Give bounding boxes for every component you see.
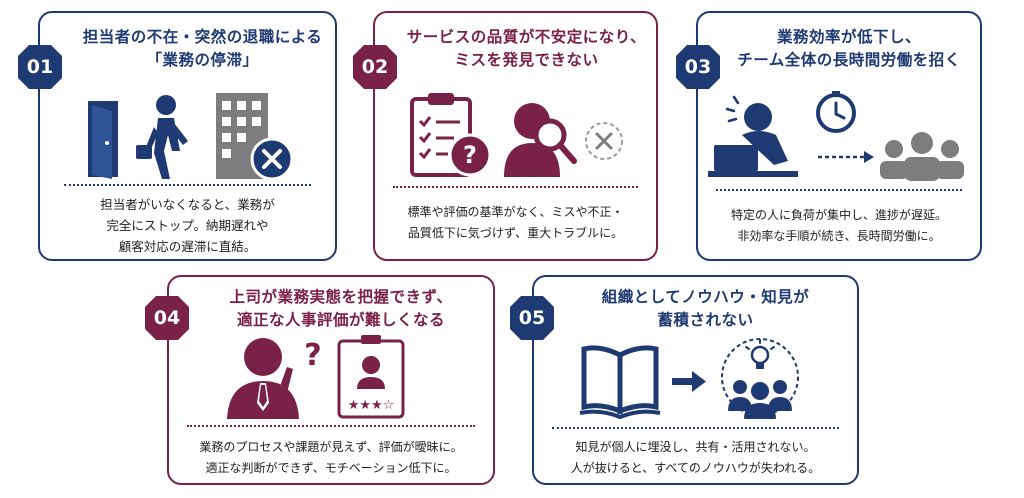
card-title: 組織としてノウハウ・知見が 蓄積されない <box>534 286 857 332</box>
title-line: ミスを発見できない <box>454 51 599 69</box>
team-icon <box>728 380 792 419</box>
number-badge: 03 <box>676 45 720 89</box>
title-line: 蓄積されない <box>657 311 754 329</box>
dotted-divider <box>64 184 311 186</box>
svg-text:?: ? <box>463 141 477 169</box>
dotted-divider <box>552 427 839 429</box>
question-icon: ? <box>304 338 321 373</box>
close-icon <box>250 137 294 181</box>
card-illustration <box>88 93 294 181</box>
building-icon <box>216 93 268 179</box>
card-description: 知見が個人に埋没し、共有・活用されない。 人が抜けると、すべてのノウハウが失われ… <box>534 437 857 479</box>
arrow-icon <box>672 371 706 392</box>
desc-line: 非効率な手順が続き、長時間労働に。 <box>737 229 941 243</box>
title-line: 「業務の停滞」 <box>146 51 259 69</box>
desc-line: 担当者がいなくなると、業務が <box>100 197 275 212</box>
card-description: 業務のプロセスや課題が見えず、評価が曖昧に。 適正な判断ができず、モチベーション… <box>169 437 493 479</box>
card-illustration <box>708 91 964 181</box>
card-title: 担当者の不在・突然の退職による 「業務の停滞」 <box>40 26 335 72</box>
rating-stars: ★★★☆ <box>348 398 395 413</box>
title-line: チーム全体の長時間労働を招く <box>737 51 961 69</box>
card-title: 業務効率が低下し、 チーム全体の長時間労働を招く <box>698 26 980 72</box>
card-05: 組織としてノウハウ・知見が 蓄積されない 知見が個人に埋没し、共有・活用さ <box>532 275 859 485</box>
walking-person-icon <box>136 95 188 179</box>
desc-line: 顧客対応の遅滞に直結。 <box>118 239 257 254</box>
dotted-divider <box>393 186 638 188</box>
card-description: 担当者がいなくなると、業務が 完全にストップ。納期遅れや 顧客対応の遅滞に直結。 <box>40 194 335 257</box>
title-line: 適正な人事評価が難しくなる <box>236 311 445 329</box>
card-illustration: ? ★★★☆ <box>227 335 405 419</box>
number-badge: 04 <box>145 296 189 340</box>
id-badge-icon <box>337 335 405 419</box>
stressed-worker-icon <box>708 95 798 177</box>
arrow-icon <box>818 151 874 163</box>
svg-text:?: ? <box>304 338 321 373</box>
open-book-icon <box>579 345 661 420</box>
card-02: サービスの品質が不安定になり、 ミスを発見できない ? <box>373 11 658 261</box>
card-title: サービスの品質が不安定になり、 ミスを発見できない <box>375 26 656 72</box>
rating-stars-icon: ★★★☆ <box>348 398 395 413</box>
title-line: サービスの品質が不安定になり、 <box>406 28 647 46</box>
card-description: 特定の人に負荷が集中し、進捗が遅延。 非効率な手順が続き、長時間労働に。 <box>698 205 980 247</box>
door-icon <box>88 101 118 179</box>
desc-line: 適正な判断ができず、モチベーション低下に。 <box>205 461 457 475</box>
team-icon <box>880 132 964 181</box>
title-line: 担当者の不在・突然の退職による <box>82 28 323 46</box>
close-icon <box>585 122 623 160</box>
desc-line: 業務のプロセスや課題が見えず、評価が曖昧に。 <box>199 440 463 454</box>
card-04: 上司が業務実態を把握できず、 適正な人事評価が難しくなる ? ★★★☆ 業務のプ… <box>167 275 495 485</box>
desc-line: 特定の人に負荷が集中し、進捗が遅延。 <box>730 208 947 222</box>
desc-line: 知見が個人に埋没し、共有・活用されない。 <box>575 440 816 454</box>
number-badge: 02 <box>353 45 397 89</box>
desc-line: 人が抜けると、すべてのノウハウが失われる。 <box>570 461 821 475</box>
question-icon: ? <box>448 133 492 177</box>
person-magnifier-icon <box>504 103 577 177</box>
card-03: 業務効率が低下し、 チーム全体の長時間労働を招く 特定の人に <box>696 11 982 261</box>
card-illustration: ? <box>410 93 623 177</box>
dotted-divider <box>187 425 475 427</box>
card-illustration <box>579 338 799 420</box>
number-badge: 01 <box>18 45 62 89</box>
card-title: 上司が業務実態を把握できず、 適正な人事評価が難しくなる <box>169 286 493 332</box>
title-line: 業務効率が低下し、 <box>776 28 921 46</box>
desc-line: 標準や評価の基準がなく、ミスや不正・ <box>407 205 624 219</box>
number-badge: 05 <box>510 296 554 340</box>
thinking-boss-icon <box>227 338 299 419</box>
dotted-divider <box>716 189 962 191</box>
card-description: 標準や評価の基準がなく、ミスや不正・ 品質低下に気づけず、重大トラブルに。 <box>375 202 656 244</box>
clock-icon <box>816 91 856 133</box>
desc-line: 完全にストップ。納期遅れや <box>106 218 269 233</box>
card-01: 担当者の不在・突然の退職による 「業務の停滞」 <box>38 11 337 261</box>
title-line: 組織としてノウハウ・知見が <box>601 288 810 306</box>
title-line: 上司が業務実態を把握できず、 <box>229 288 453 306</box>
desc-line: 品質低下に気づけず、重大トラブルに。 <box>407 226 624 240</box>
